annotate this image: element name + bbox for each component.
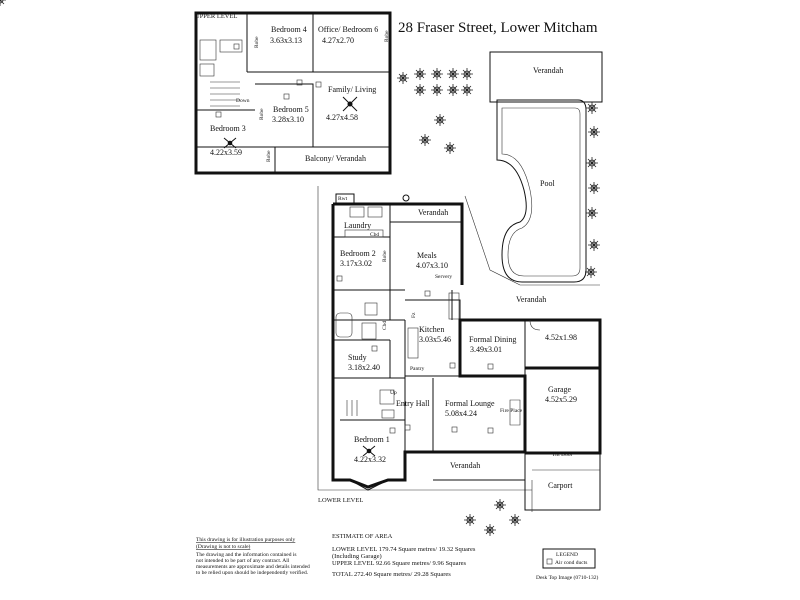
area-estimate: ESTIMATE OF AREA LOWER LEVEL 179.74 Squa…: [332, 533, 476, 578]
office-label: Office/ Bedroom 6: [318, 25, 378, 34]
lower-level-plan: Rwt Verandah Laundry Cbd Meals 4.07x3.10…: [317, 186, 602, 512]
pool-verandah: [489, 51, 603, 103]
legend-item: Air cond ducts: [555, 560, 587, 566]
robe-label-b4: Robe: [254, 36, 260, 48]
upper-partitions: [196, 13, 390, 173]
legend-box: [542, 548, 596, 569]
stairs-upper: [210, 81, 240, 107]
property-title: 28 Fraser Street, Lower Mitcham: [398, 20, 598, 36]
robe-label-b3: Robe: [266, 150, 272, 162]
servery-label: Servery: [435, 274, 452, 280]
cbd-label-hall: Cbd: [382, 321, 388, 330]
garden-trees: [0, 0, 601, 537]
disclaimer-line5: measurements are approximate and details…: [196, 564, 310, 570]
down-label: Down: [236, 98, 250, 104]
meals-dim: 4.07x3.10: [416, 261, 448, 270]
disclaimer: This drawing is for illustration purpose…: [196, 536, 310, 576]
entry-hall-label: Entry Hall: [396, 399, 430, 408]
formal-dining-label: Formal Dining: [469, 335, 516, 344]
bedroom1-dim: 4.22x3.32: [354, 455, 386, 464]
formal-lounge-dim: 5.08x4.24: [445, 409, 477, 418]
kitchen-dim: 3.03x5.46: [419, 335, 451, 344]
estimate-heading: ESTIMATE OF AREA: [332, 533, 393, 540]
bedroom2-dim: 3.17x3.02: [340, 259, 372, 268]
robe-label-office: Robe: [384, 30, 390, 42]
bedroom1-label: Bedroom 1: [354, 435, 390, 444]
garage-label: Garage: [548, 385, 572, 394]
meals-label: Meals: [417, 251, 437, 260]
air-cond-duct-icon: [546, 558, 553, 565]
air-cond-duct-icon: [215, 43, 322, 118]
family-dim: 4.27x4.58: [326, 113, 358, 122]
ceiling-fan-icon: [223, 137, 237, 149]
carport-label: Carport: [548, 481, 573, 490]
upper-outline: [194, 11, 392, 175]
disclaimer-line1: This drawing is for illustration purpose…: [196, 536, 296, 543]
study-dim: 3.18x2.40: [348, 363, 380, 372]
laundry-label: Laundry: [344, 221, 371, 230]
pantry-label: Pantry: [410, 366, 425, 372]
disclaimer-line4: not intended to be part of any contract.…: [196, 557, 290, 564]
air-cond-duct-icon: [336, 275, 494, 434]
legend: LEGEND Air cond ducts: [542, 548, 596, 569]
estimate-upper: UPPER LEVEL 92.66 Square metres/ 9.96 Sq…: [332, 560, 467, 567]
disclaimer-line3: The drawing and the information containe…: [196, 551, 297, 558]
estimate-total: TOTAL 272.40 Square metres/ 29.28 Square…: [332, 571, 451, 578]
estimate-lower: LOWER LEVEL 179.74 Square metres/ 19.32 …: [332, 546, 476, 553]
tilt-door-label: Tilt Door: [552, 452, 573, 458]
fz-label: Fz: [411, 312, 417, 318]
legend-heading: LEGEND: [556, 552, 578, 558]
rwt-tank: [335, 193, 355, 205]
lower-level-label: LOWER LEVEL: [318, 497, 363, 504]
shower-upper: [199, 39, 217, 61]
pool-label: Pool: [540, 179, 555, 188]
robe-label-bed2: Robe: [382, 250, 388, 262]
bedroom2-label: Bedroom 2: [340, 249, 376, 258]
estimate-lower-note: (Including Garage): [332, 553, 382, 560]
pool-area: Verandah Pool: [464, 51, 603, 286]
bedroom4-label: Bedroom 4: [271, 25, 307, 34]
office-dim: 4.27x2.70: [322, 36, 354, 45]
bedroom3-dim: 4.22x3.59: [210, 148, 242, 157]
formal-lounge-label: Formal Lounge: [445, 399, 495, 408]
cbd-label-laundry: Cbd: [370, 232, 379, 238]
upper-level-plan: Down Robe Robe Robe Robe Bedroom 4 3.63x…: [194, 11, 392, 175]
disclaimer-line2: (Drawing is not to scale): [196, 543, 251, 550]
up-label: Up: [390, 390, 397, 396]
verandah-front-label: Verandah: [450, 461, 480, 470]
verandah-side-label: Verandah: [516, 295, 546, 304]
ceiling-fan-icon: [362, 445, 376, 457]
rwt-label: Rwt: [338, 196, 348, 202]
disclaimer-line6: to be relied upon should be independentl…: [196, 569, 309, 576]
bedroom5-label: Bedroom 5: [273, 105, 309, 114]
garage-dim: 4.52x5.29: [545, 395, 577, 404]
robe-label-b5: Robe: [259, 108, 265, 120]
vanity-upper: [219, 39, 243, 53]
balcony-label: Balcony/ Verandah: [305, 154, 366, 163]
ceiling-fan-icon: [342, 96, 358, 112]
family-label: Family/ Living: [328, 85, 376, 94]
formal-dining-dim: 3.49x3.01: [470, 345, 502, 354]
pool-verandah-label: Verandah: [533, 66, 563, 75]
kitchen-label: Kitchen: [419, 325, 444, 334]
study-label: Study: [348, 353, 367, 362]
upper-level-label: UPPER LEVEL: [195, 13, 237, 20]
bedroom5-dim: 3.28x3.10: [272, 115, 304, 124]
bedroom4-dim: 3.63x3.13: [270, 36, 302, 45]
pool-shape: [496, 99, 587, 283]
garage-store-dim: 4.52x1.98: [545, 333, 577, 342]
credit: Desk Top Image (0710-132): [536, 574, 598, 581]
fire-place-label: Fire Place: [500, 408, 523, 414]
toilet-upper: [199, 63, 215, 77]
verandah-top-label: Verandah: [418, 208, 448, 217]
bedroom3-label: Bedroom 3: [210, 124, 246, 133]
